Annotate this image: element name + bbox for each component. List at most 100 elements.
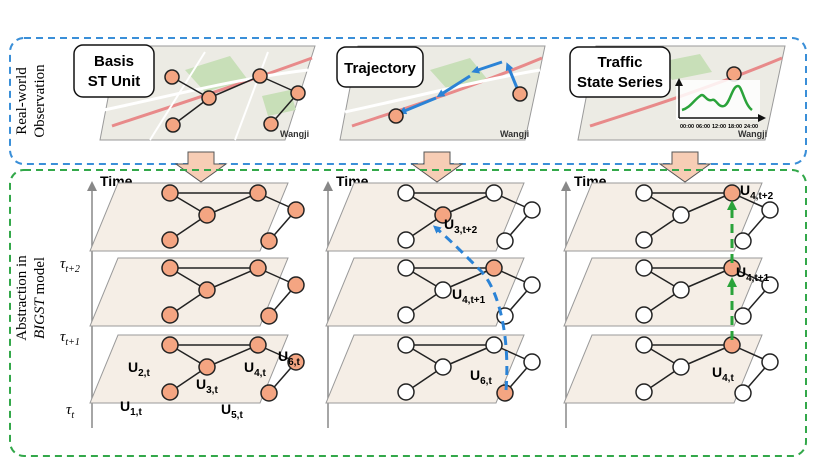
model-label-rest: model (32, 257, 48, 298)
plane-trajectory-layer-1 (325, 257, 541, 327)
graph-node (761, 201, 779, 219)
trajectory-label: Trajectory (344, 60, 416, 77)
graph-node (287, 201, 305, 219)
graph-node (523, 353, 541, 371)
tau-label-t2: τt+2 (60, 256, 80, 275)
plane-traffic-layer-2 (563, 334, 779, 404)
graph-edge (206, 344, 259, 368)
time-plane (89, 257, 289, 327)
graph-node (397, 231, 415, 249)
graph-node (434, 281, 452, 299)
graph-node (672, 281, 690, 299)
graph-node (734, 307, 752, 325)
time-plane (89, 334, 289, 404)
tau-sub: t+2 (65, 264, 80, 275)
map-node (263, 116, 279, 132)
map-text-3: Wangji (738, 129, 767, 139)
time-tick-3: 18:00 (728, 124, 742, 130)
time-tick-1: 06:00 (696, 124, 710, 130)
graph-node (434, 358, 452, 376)
tau-main: τ (60, 329, 66, 345)
node-label-p1-3: U6,t (278, 348, 300, 368)
real-world-frame (9, 37, 807, 165)
graph-edge (442, 192, 495, 216)
traffic-series-line (681, 84, 753, 112)
time-plane (563, 257, 763, 327)
graph-node (161, 306, 179, 324)
basis-label-box (73, 44, 155, 98)
node-label-p1-1: U3,t (196, 376, 218, 396)
plane-basis-layer-2 (89, 334, 305, 404)
tau-main: τ (66, 402, 72, 418)
down-arrow-3 (658, 151, 712, 183)
graph-node (485, 259, 503, 277)
graph-node (161, 231, 179, 249)
time-plane (325, 182, 525, 252)
map-node (252, 68, 268, 84)
basis-label-line1: Basis (94, 53, 134, 70)
map-node (165, 117, 181, 133)
time-tick-2: 12:00 (712, 124, 726, 130)
time-tick-0: 00:00 (680, 124, 694, 130)
graph-node (397, 306, 415, 324)
time-plane (89, 182, 289, 252)
trajectory-label-box (336, 46, 424, 88)
graph-node (287, 276, 305, 294)
graph-node (672, 358, 690, 376)
graph-edge (206, 192, 259, 216)
map-text-1: Wangji (280, 129, 309, 139)
graph-node (260, 384, 278, 402)
graph-node (260, 307, 278, 325)
graph-node (198, 358, 216, 376)
model-label-line1: Abstraction in (14, 255, 30, 341)
traffic-series-chart: 00:00 06:00 12:00 18:00 24:00 (675, 78, 766, 130)
plane-basis-layer-0 (89, 182, 305, 252)
graph-node (635, 259, 653, 277)
graph-node (635, 231, 653, 249)
model-label-italic: BIGST (32, 297, 48, 339)
graph-node (523, 201, 541, 219)
down-arrow-2 (410, 151, 464, 183)
graph-node (635, 383, 653, 401)
node-label-p1-0: U2,t (128, 359, 150, 379)
node-label-p1-5: U5,t (221, 401, 243, 421)
graph-node (161, 184, 179, 202)
node-label-p2-1: U4,t+1 (452, 286, 486, 306)
down-arrow-1 (174, 151, 228, 183)
plane-traffic-layer-0 (563, 182, 779, 252)
graph-node (249, 336, 267, 354)
graph-node (496, 232, 514, 250)
graph-edge (680, 267, 733, 291)
graph-node (161, 383, 179, 401)
basis-graph (164, 68, 306, 133)
graph-edge (206, 267, 259, 291)
traffic-label-box (569, 46, 671, 98)
node-label-p3-2: U4,t (712, 364, 734, 384)
trajectory-path (398, 60, 519, 115)
traffic-label-line2: State Series (577, 74, 663, 91)
graph-node (761, 276, 779, 294)
graph-node (287, 353, 305, 371)
time-tick-4: 24:00 (744, 124, 758, 130)
graph-node (485, 336, 503, 354)
graph-node (249, 184, 267, 202)
graph-node (761, 353, 779, 371)
graph-node (397, 184, 415, 202)
trajectory-node-start (512, 86, 528, 102)
node-label-p3-0: U4,t+2 (740, 182, 774, 202)
model-frame (9, 169, 807, 457)
model-label-line2: BIGST model (32, 257, 48, 339)
plane-traffic-layer-1 (563, 257, 779, 327)
graph-edge (442, 267, 495, 291)
graph-node (397, 383, 415, 401)
map-node (290, 85, 306, 101)
real-world-label-line1: Real-world (14, 67, 30, 135)
graph-node (397, 336, 415, 354)
tau-label-t1: τt+1 (60, 329, 80, 348)
basis-label-line2: ST Unit (88, 73, 141, 90)
map-text-2: Wangji (500, 129, 529, 139)
graph-node (672, 206, 690, 224)
plane-basis-layer-1 (89, 257, 305, 327)
graph-node (434, 206, 452, 224)
